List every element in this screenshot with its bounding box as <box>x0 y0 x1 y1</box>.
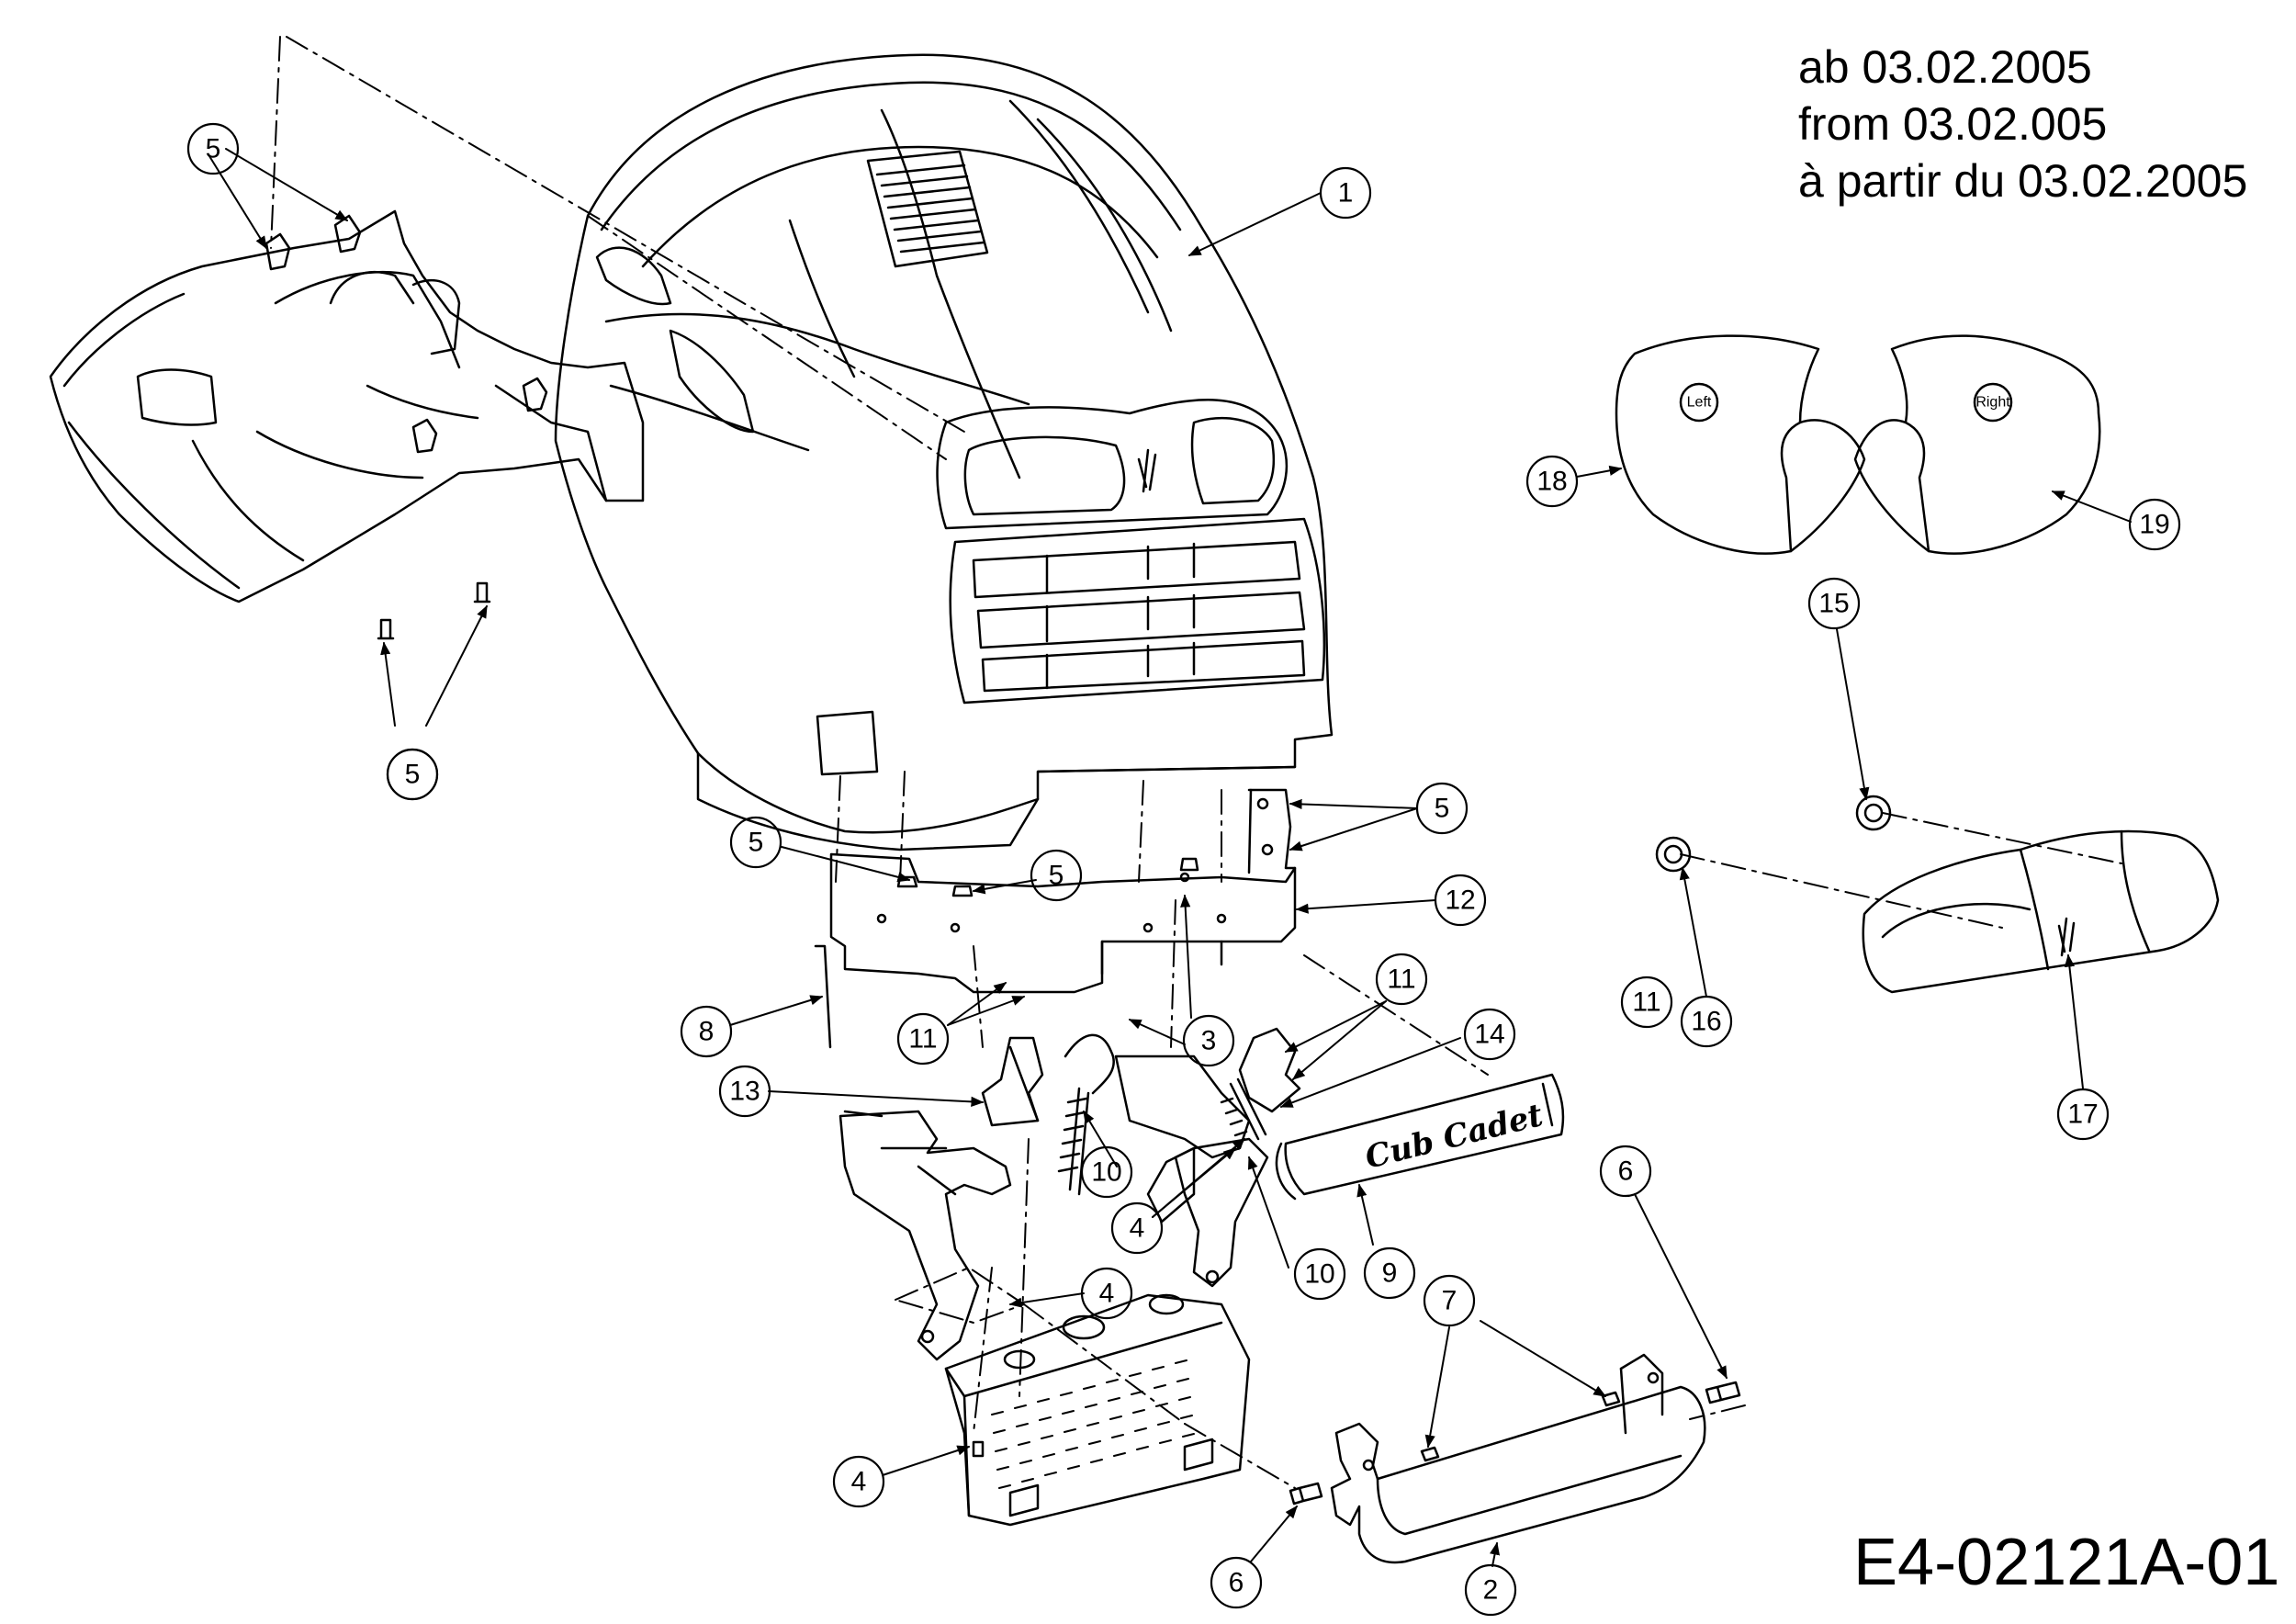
leader-lines <box>208 148 2132 1567</box>
callout-5e: 5 <box>1049 861 1064 891</box>
callout-9: 9 <box>1382 1258 1398 1289</box>
date-line-fr: à partir du 03.02.2005 <box>1798 155 2248 207</box>
callout-8: 8 <box>699 1017 715 1047</box>
hood-drawing <box>554 53 1334 851</box>
decal-left-label: Left <box>1687 395 1712 411</box>
callout-4a: 4 <box>1130 1213 1145 1244</box>
callout-11b: 11 <box>1387 964 1415 995</box>
assembly-lines <box>270 36 2122 1489</box>
callout-14: 14 <box>1474 1020 1504 1050</box>
callout-18: 18 <box>1536 467 1567 497</box>
callout-6a: 6 <box>1229 1568 1244 1598</box>
callout-4b: 4 <box>1099 1279 1115 1309</box>
decal-right-label: Right <box>1975 395 2010 411</box>
callout-1: 1 <box>1338 178 1354 209</box>
skid-plate-drawing <box>944 1293 1251 1527</box>
callout-11c: 11 <box>1632 987 1660 1018</box>
callout-13: 13 <box>729 1077 760 1107</box>
callout-4c: 4 <box>851 1467 867 1497</box>
emblem-bar-drawing <box>1275 1073 1565 1201</box>
date-line-en: from 03.02.005 <box>1798 98 2108 150</box>
hood-bracket-drawing <box>829 788 1297 994</box>
lens-drawing <box>1655 795 2220 994</box>
decals-drawing <box>1615 334 2101 555</box>
callout-5a: 5 <box>206 134 221 164</box>
callout-10b: 10 <box>1304 1259 1334 1290</box>
validity-date-block: ab 03.02.2005 from 03.02.005 à partir du… <box>1798 39 2247 209</box>
callout-11a: 11 <box>908 1024 937 1054</box>
callout-16: 16 <box>1691 1007 1721 1037</box>
callout-6b: 6 <box>1618 1156 1634 1187</box>
callout-7: 7 <box>1442 1286 1458 1316</box>
callout-19: 19 <box>2139 510 2169 540</box>
callout-10a: 10 <box>1091 1157 1121 1188</box>
bumper-drawing <box>1289 1353 1741 1564</box>
date-line-de: ab 03.02.2005 <box>1798 41 2092 93</box>
callout-17: 17 <box>2067 1100 2098 1130</box>
callout-5b: 5 <box>405 760 421 790</box>
emblem-logo-text: Cub Cadet <box>1362 1097 1548 1177</box>
dash-panel-drawing <box>49 209 645 640</box>
callout-circles <box>186 122 2181 1617</box>
diagram-code: E4-02121A-01 <box>1853 1526 2280 1599</box>
callout-2: 2 <box>1483 1575 1499 1606</box>
callout-3: 3 <box>1201 1026 1217 1056</box>
callout-15: 15 <box>1818 589 1849 619</box>
callout-5d: 5 <box>748 828 764 858</box>
callout-5c: 5 <box>1435 794 1450 824</box>
extra-callouts <box>386 748 439 801</box>
callout-12: 12 <box>1445 885 1475 916</box>
